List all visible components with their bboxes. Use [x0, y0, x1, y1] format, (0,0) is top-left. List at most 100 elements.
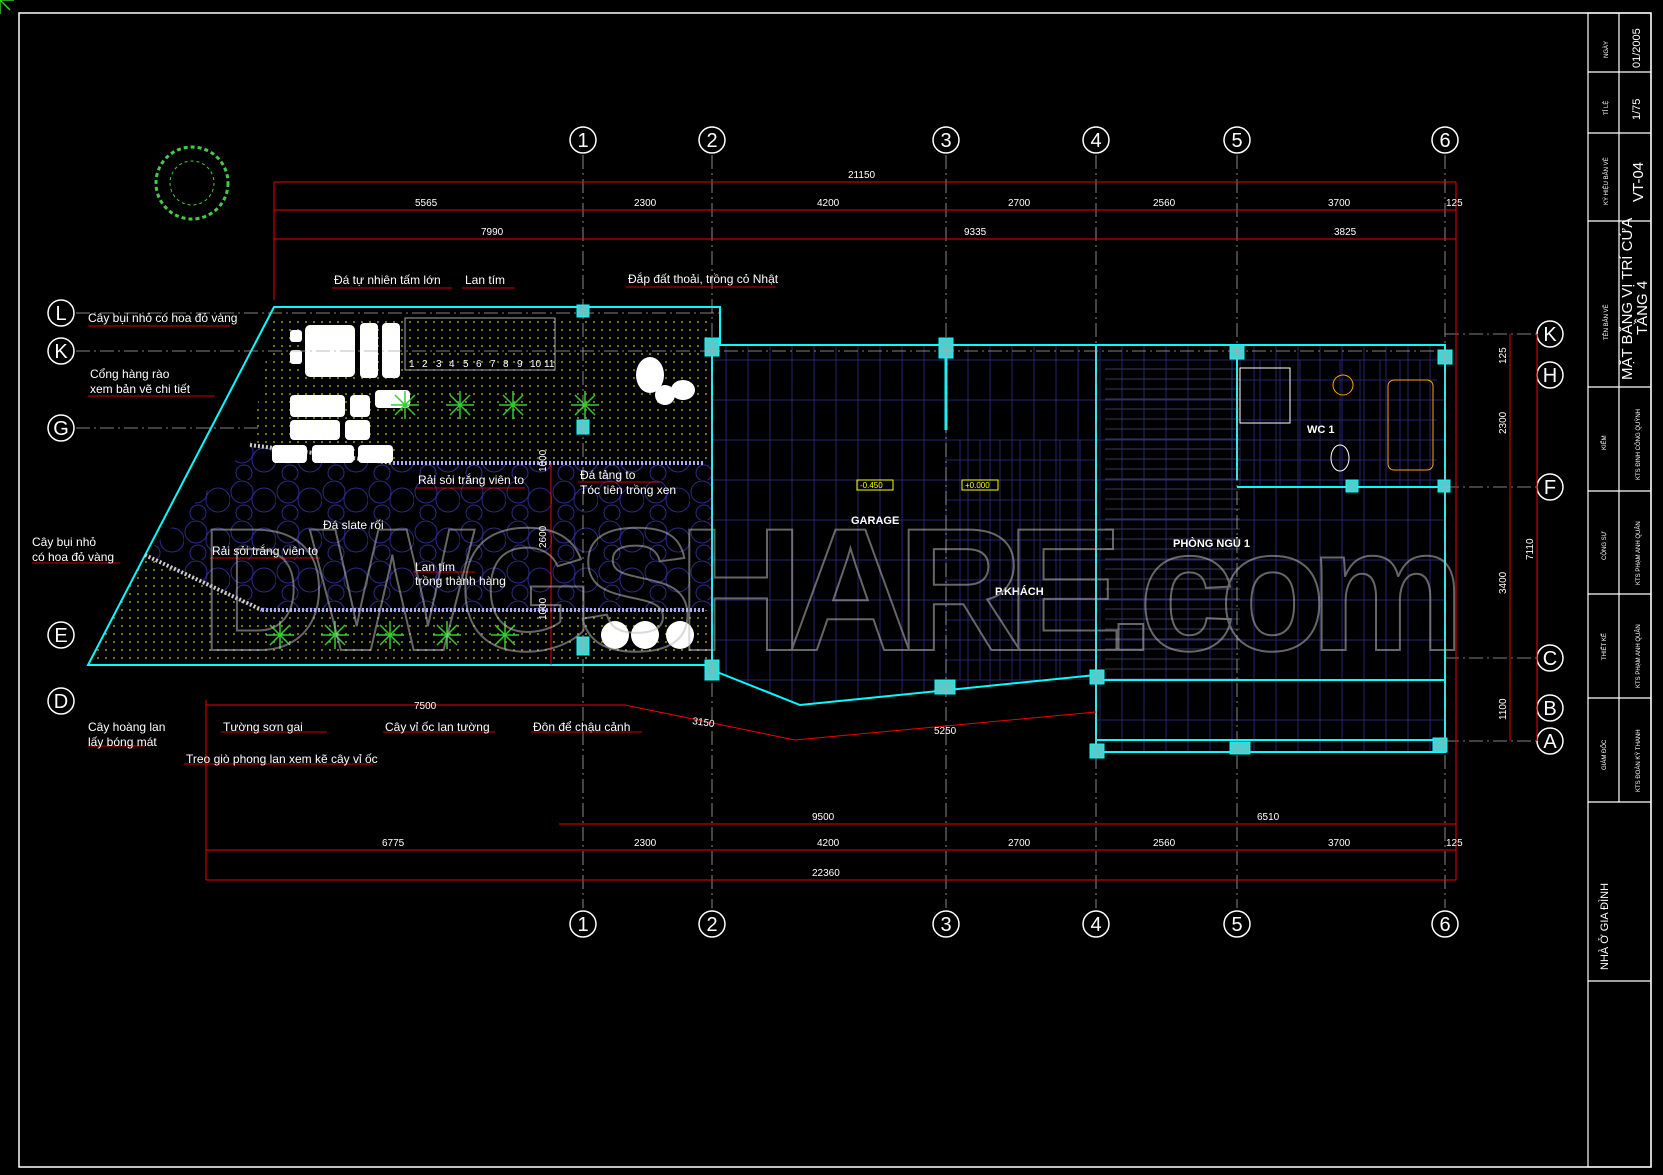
- svg-text:Đá tự nhiên tấm lớn: Đá tự nhiên tấm lớn: [334, 273, 441, 287]
- svg-text:2700: 2700: [1008, 198, 1031, 209]
- svg-text:F: F: [1544, 477, 1556, 499]
- svg-text:1: 1: [577, 914, 588, 936]
- svg-text:6: 6: [476, 359, 482, 370]
- svg-text:7110: 7110: [1525, 538, 1536, 560]
- svg-text:8: 8: [503, 359, 509, 370]
- svg-text:5: 5: [1231, 914, 1242, 936]
- room-garage: GARAGE: [851, 515, 899, 527]
- svg-text:E: E: [54, 625, 67, 647]
- tree-symbol-icon: [154, 145, 230, 221]
- svg-text:Lan tím: Lan tím: [415, 560, 455, 574]
- svg-text:7500: 7500: [414, 701, 437, 712]
- svg-text:4200: 4200: [817, 838, 840, 849]
- svg-text:2300: 2300: [634, 198, 657, 209]
- svg-text:9500: 9500: [812, 812, 835, 823]
- svg-text:-0.450: -0.450: [860, 481, 883, 490]
- svg-text:H: H: [1543, 365, 1557, 387]
- svg-text:KÝ HIỆU BẢN VẼ: KÝ HIỆU BẢN VẼ: [1602, 157, 1610, 205]
- svg-text:Rải sỏi trắng viên to: Rải sỏi trắng viên to: [418, 472, 524, 487]
- svg-text:1000: 1000: [538, 449, 549, 472]
- svg-text:THIẾT KẾ: THIẾT KẾ: [1601, 633, 1608, 660]
- svg-text:1100: 1100: [1498, 698, 1509, 720]
- svg-text:1: 1: [409, 359, 415, 370]
- svg-text:Lan tím: Lan tím: [465, 273, 505, 287]
- svg-text:6: 6: [1439, 130, 1450, 152]
- svg-text:3400: 3400: [1498, 571, 1509, 594]
- svg-text:L: L: [55, 303, 66, 325]
- level-marks: -0.450 +0.000: [856, 479, 999, 491]
- svg-text:3825: 3825: [1334, 227, 1357, 238]
- svg-text:Đá slate rối: Đá slate rối: [323, 518, 384, 532]
- svg-text:Đôn để chậu cảnh: Đôn để chậu cảnh: [533, 720, 630, 734]
- svg-text:GIÁM ĐỐC: GIÁM ĐỐC: [1601, 739, 1608, 770]
- svg-text:VT-04: VT-04: [1630, 162, 1647, 202]
- svg-text:22360: 22360: [812, 868, 840, 879]
- garden: 1 2 3 4 5 6 7 8 9 10 11: [0, 0, 721, 666]
- svg-text:11: 11: [544, 359, 555, 370]
- svg-text:2: 2: [706, 914, 717, 936]
- svg-text:3700: 3700: [1328, 198, 1351, 209]
- room-living: P.KHÁCH: [995, 585, 1044, 598]
- svg-text:C: C: [1543, 648, 1557, 670]
- svg-text:5565: 5565: [415, 198, 438, 209]
- svg-text:3150: 3150: [692, 716, 716, 730]
- svg-text:K: K: [1543, 324, 1557, 346]
- svg-text:Cây bụi nhỏ: Cây bụi nhỏ: [32, 535, 96, 549]
- svg-text:Rải sỏi trắng viên to: Rải sỏi trắng viên to: [212, 543, 318, 558]
- svg-text:21150: 21150: [848, 170, 876, 181]
- grid-labels: 1 2 3 4 5 6 1 2 3 4 5 6 L K G E D K H F …: [53, 130, 1557, 936]
- svg-text:9335: 9335: [964, 227, 987, 238]
- svg-text:MẶT BẰNG VỊ TRÍ CỬA: MẶT BẰNG VỊ TRÍ CỬA: [1618, 218, 1636, 380]
- svg-text:Cây hoàng lan: Cây hoàng lan: [88, 720, 165, 734]
- svg-text:1/75: 1/75: [1631, 99, 1643, 120]
- svg-text:CỘNG SỰ: CỘNG SỰ: [1601, 531, 1608, 560]
- svg-text:xem bản vẽ chi tiết: xem bản vẽ chi tiết: [90, 382, 191, 396]
- svg-text:lấy bóng mát: lấy bóng mát: [88, 735, 157, 749]
- building-plan: -0.450 +0.000 GARAGE P.KHÁCH PHÒNG NGỦ 1…: [576, 304, 1453, 759]
- svg-text:4200: 4200: [817, 198, 840, 209]
- stair-step-numbers: 1 2 3 4 5 6 7 8 9 10 11: [409, 359, 555, 370]
- svg-text:Treo giò phong lan xem kẽ cây: Treo giò phong lan xem kẽ cây vỉ ốc: [186, 752, 378, 766]
- svg-text:trồng thành hàng: trồng thành hàng: [415, 574, 506, 588]
- svg-text:Cây vỉ ốc lan tường: Cây vỉ ốc lan tường: [385, 720, 490, 734]
- svg-text:D: D: [54, 691, 68, 713]
- dimension-lines: [205, 181, 1538, 881]
- svg-text:+0.000: +0.000: [965, 481, 990, 490]
- svg-text:2: 2: [706, 130, 717, 152]
- svg-text:Tường sơn gai: Tường sơn gai: [223, 720, 303, 734]
- svg-text:4: 4: [449, 359, 455, 370]
- svg-text:7: 7: [490, 359, 496, 370]
- svg-text:5: 5: [1231, 130, 1242, 152]
- svg-text:TỈ LỆ: TỈ LỆ: [1602, 101, 1610, 115]
- svg-text:Tóc tiên trồng xen: Tóc tiên trồng xen: [580, 483, 676, 497]
- svg-text:G: G: [53, 418, 69, 440]
- svg-text:A: A: [1543, 731, 1557, 753]
- svg-text:có hoa đỏ vàng: có hoa đỏ vàng: [32, 550, 114, 564]
- grid-lines: [76, 155, 1536, 908]
- svg-text:2300: 2300: [634, 838, 657, 849]
- svg-text:9: 9: [517, 359, 523, 370]
- svg-text:6775: 6775: [382, 838, 405, 849]
- annotations: Đá tự nhiên tấm lớn Lan tím Đắp đất thoả…: [32, 271, 779, 766]
- svg-text:TÊN BẢN VẼ: TÊN BẢN VẼ: [1602, 304, 1610, 340]
- svg-text:Đá tảng to: Đá tảng to: [580, 468, 636, 482]
- plant-symbols: [0, 0, 600, 650]
- svg-text:125: 125: [1446, 838, 1463, 849]
- svg-text:Cổng hàng rào: Cổng hàng rào: [90, 367, 170, 381]
- svg-text:NGÀY: NGÀY: [1603, 41, 1610, 58]
- svg-text:10: 10: [530, 359, 542, 370]
- svg-text:KTS PHẠM ANH QUÂN: KTS PHẠM ANH QUÂN: [1635, 521, 1642, 585]
- svg-text:3700: 3700: [1328, 838, 1351, 849]
- svg-text:2700: 2700: [1008, 838, 1031, 849]
- room-wc: WC 1: [1307, 424, 1335, 436]
- svg-text:2: 2: [422, 359, 428, 370]
- dimension-text: 21150 5565 2300 4200 2700 2560 3700 125 …: [382, 170, 1536, 879]
- svg-text:125: 125: [1446, 198, 1463, 209]
- svg-text:7990: 7990: [481, 227, 504, 238]
- svg-text:4: 4: [1090, 914, 1101, 936]
- svg-text:1: 1: [577, 130, 588, 152]
- svg-text:Đắp đất thoải, trồng cỏ Nhật: Đắp đất thoải, trồng cỏ Nhật: [628, 271, 779, 286]
- svg-text:2300: 2300: [1498, 411, 1509, 434]
- svg-text:KTS ĐOÀN KỲ THANH: KTS ĐOÀN KỲ THANH: [1635, 729, 1642, 792]
